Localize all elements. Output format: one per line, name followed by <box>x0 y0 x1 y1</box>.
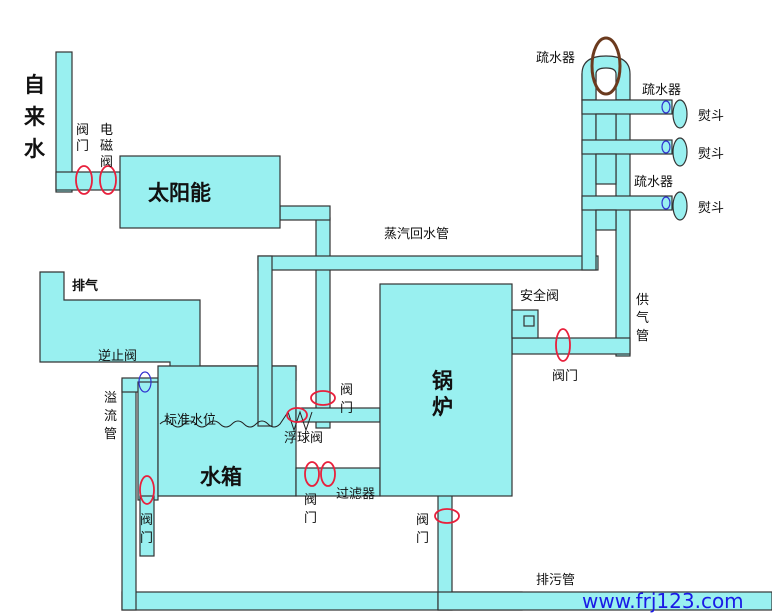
tank-bottom-valve <box>139 475 155 505</box>
solenoid-valve <box>99 165 117 195</box>
overflow-label: 流 <box>104 409 117 424</box>
float-valve-label: 浮球阀 <box>284 431 323 446</box>
iron-1-label: 熨斗 <box>698 109 724 124</box>
tank-bottom-outlet <box>139 495 155 557</box>
steam-supply-riser <box>615 99 631 357</box>
iron-1 <box>672 99 688 129</box>
float-gate-label: 门 <box>340 401 353 416</box>
bottom-gate-label: 阀 <box>140 513 153 528</box>
filter-pipe <box>295 467 381 497</box>
supply-pipe-label: 气 <box>636 310 649 326</box>
overflow-label: 管 <box>104 427 117 442</box>
tap-valve <box>75 165 93 195</box>
trap-2-label: 疏水器 <box>642 83 681 98</box>
iron-1-branch <box>581 99 673 115</box>
iron-2-branch <box>581 139 673 155</box>
iron-2-loop <box>595 153 617 185</box>
float-valve <box>286 407 308 423</box>
iron-3-label: 熨斗 <box>698 201 724 216</box>
boiler-drain-valve <box>434 508 460 524</box>
boiler-label: 锅 <box>432 369 453 393</box>
tap-water-inlet-pipe <box>55 51 73 193</box>
solar-tank <box>119 155 281 229</box>
tap-water-label-char: 自 <box>24 73 45 97</box>
solenoid-label: 磁 <box>100 139 113 154</box>
steam-return-label: 蒸汽回水管 <box>384 227 449 242</box>
boiler-drain-gate-label: 阀 <box>416 513 429 528</box>
check-valve <box>138 371 152 393</box>
filter <box>320 461 336 487</box>
boiler-label: 炉 <box>432 395 453 419</box>
filter-valve <box>304 461 320 487</box>
return-top-arch <box>581 55 631 101</box>
solar-downpipe <box>315 217 331 429</box>
supply-pipe-label: 管 <box>636 329 649 344</box>
float-valve-gate <box>310 390 336 406</box>
bottom-gate-label: 门 <box>140 531 153 546</box>
float-valve-pipe <box>295 407 381 423</box>
trap-top-label: 疏水器 <box>536 51 575 66</box>
tap-water-label-char: 水 <box>24 137 46 161</box>
iron-3 <box>672 191 688 221</box>
overflow-label: 溢 <box>104 391 117 406</box>
inlet-horizontal-pipe <box>55 171 121 191</box>
water-tank-label: 水箱 <box>200 465 242 489</box>
tap-water-label-char: 来 <box>24 105 46 129</box>
iron-3-branch <box>581 195 673 211</box>
water-level-line <box>159 410 313 432</box>
trap-iron-3 <box>661 196 671 210</box>
drain-pipe-horizontal <box>437 591 772 611</box>
water-level-label: 标准水位 <box>164 413 216 428</box>
float-gate-label: 阀 <box>340 383 353 398</box>
valve-label: 阀 <box>76 123 89 138</box>
trap-3-label: 疏水器 <box>634 175 673 190</box>
exhaust-label: 排气 <box>72 278 98 294</box>
supply-valve <box>555 328 571 362</box>
overflow-pipe-vertical <box>121 379 137 611</box>
iron-3-loop <box>595 209 617 231</box>
solenoid-label: 电 <box>100 123 113 138</box>
filter-label: 过滤器 <box>336 487 375 502</box>
boiler-drain-gate-label: 门 <box>416 531 429 546</box>
safety-valve <box>523 315 535 327</box>
solenoid-label: 阀 <box>100 155 113 170</box>
iron-2 <box>672 137 688 167</box>
solar-connector <box>279 205 331 221</box>
trap-iron-1 <box>661 100 671 114</box>
safety-valve-label: 安全阀 <box>520 288 559 304</box>
steam-trap-top <box>590 36 622 96</box>
valve-label: 门 <box>76 139 89 154</box>
boiler <box>379 283 513 497</box>
check-valve-label: 逆止阀 <box>98 348 137 364</box>
trap-iron-2 <box>661 140 671 154</box>
iron-2-label: 熨斗 <box>698 147 724 162</box>
filter-gate-label: 门 <box>304 511 317 526</box>
watermark: www.frj123.com <box>582 589 744 613</box>
supply-gate-label: 阀门 <box>552 369 578 384</box>
steam-return-pipe <box>257 255 599 271</box>
steam-supply-horizontal <box>511 337 631 355</box>
solar-label: 太阳能 <box>148 181 211 205</box>
supply-pipe-label: 供 <box>636 293 649 308</box>
filter-gate-label: 阀 <box>304 493 317 508</box>
tap-water-label: 自 来 水 <box>24 73 46 161</box>
return-pipe-downleg <box>257 255 273 427</box>
drain-pipe-label: 排污管 <box>536 573 575 588</box>
